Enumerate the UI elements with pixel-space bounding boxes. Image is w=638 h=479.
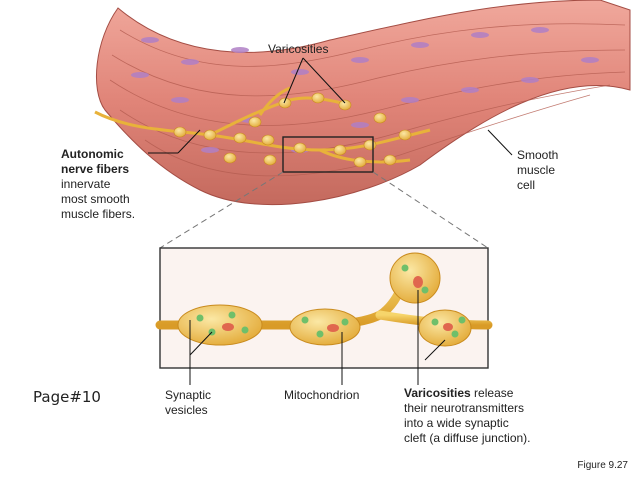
mitochondria-shapes (222, 276, 453, 332)
synaptic-vesicles-label: Synaptic vesicles (165, 388, 212, 417)
zoom-lines (159, 171, 489, 249)
bottom-label-pointers (189, 290, 446, 385)
autonomic-title-line1: Autonomic (61, 147, 124, 161)
zoom-box (282, 136, 374, 173)
page-number: Page#10 (33, 388, 101, 406)
autonomic-title-line2: nerve fibers (61, 162, 130, 176)
varicosities-small (173, 92, 412, 168)
varicosities-label: Varicosities (268, 42, 329, 56)
synaptic-vesicles-dots (196, 264, 466, 338)
autonomic-label: Autonomic nerve fibers innervate most sm… (61, 147, 135, 222)
varicosities-release-label: Varicosities release their neurotransmit… (404, 386, 531, 445)
mitochondrion-label: Mitochondrion (284, 388, 360, 402)
autonomic-text-1: innervate (61, 177, 111, 191)
autonomic-text-2: most smooth (61, 192, 130, 206)
autonomic-text-3: muscle fibers. (61, 207, 136, 221)
smooth-muscle-label: Smooth muscle cell (517, 148, 559, 192)
figure-number: Figure 9.27 (577, 460, 628, 471)
label-pointers (148, 57, 513, 156)
